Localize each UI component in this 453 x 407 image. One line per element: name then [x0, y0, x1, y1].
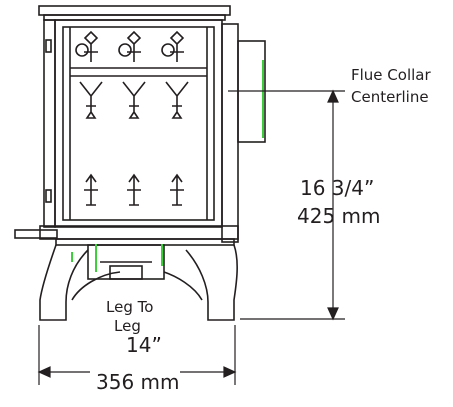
leg-to-leg-label-line2: Leg	[114, 317, 141, 335]
width-metric-label: 356 mm	[96, 370, 180, 394]
left-leg	[39, 244, 89, 321]
bottom-ornaments	[84, 173, 184, 206]
dimension-lines	[37, 89, 345, 385]
right-side-panel	[221, 23, 239, 243]
top-ornaments	[75, 30, 185, 62]
width-arrow-right	[223, 366, 237, 378]
width-imperial-label: 14”	[126, 333, 162, 357]
middle-ornaments	[79, 81, 189, 119]
accent-strokes	[71, 60, 264, 272]
left-side-panel	[43, 19, 56, 228]
width-arrow-left	[37, 366, 51, 378]
door-frame	[54, 19, 223, 228]
flue-collar-label-line2: Centerline	[351, 88, 429, 106]
leg-to-leg-label-line1: Leg To	[106, 298, 154, 316]
height-arrow-top	[327, 89, 339, 103]
height-imperial-label: 16 3/4”	[300, 176, 375, 200]
right-leg	[185, 244, 238, 321]
stove-body	[14, 5, 266, 321]
height-metric-label: 425 mm	[297, 204, 381, 228]
base-plinth	[39, 225, 239, 240]
height-arrow-bottom	[327, 307, 339, 321]
ash-lip	[14, 229, 58, 239]
flue-collar-label-line1: Flue Collar	[351, 66, 431, 84]
stove-top	[38, 5, 231, 16]
